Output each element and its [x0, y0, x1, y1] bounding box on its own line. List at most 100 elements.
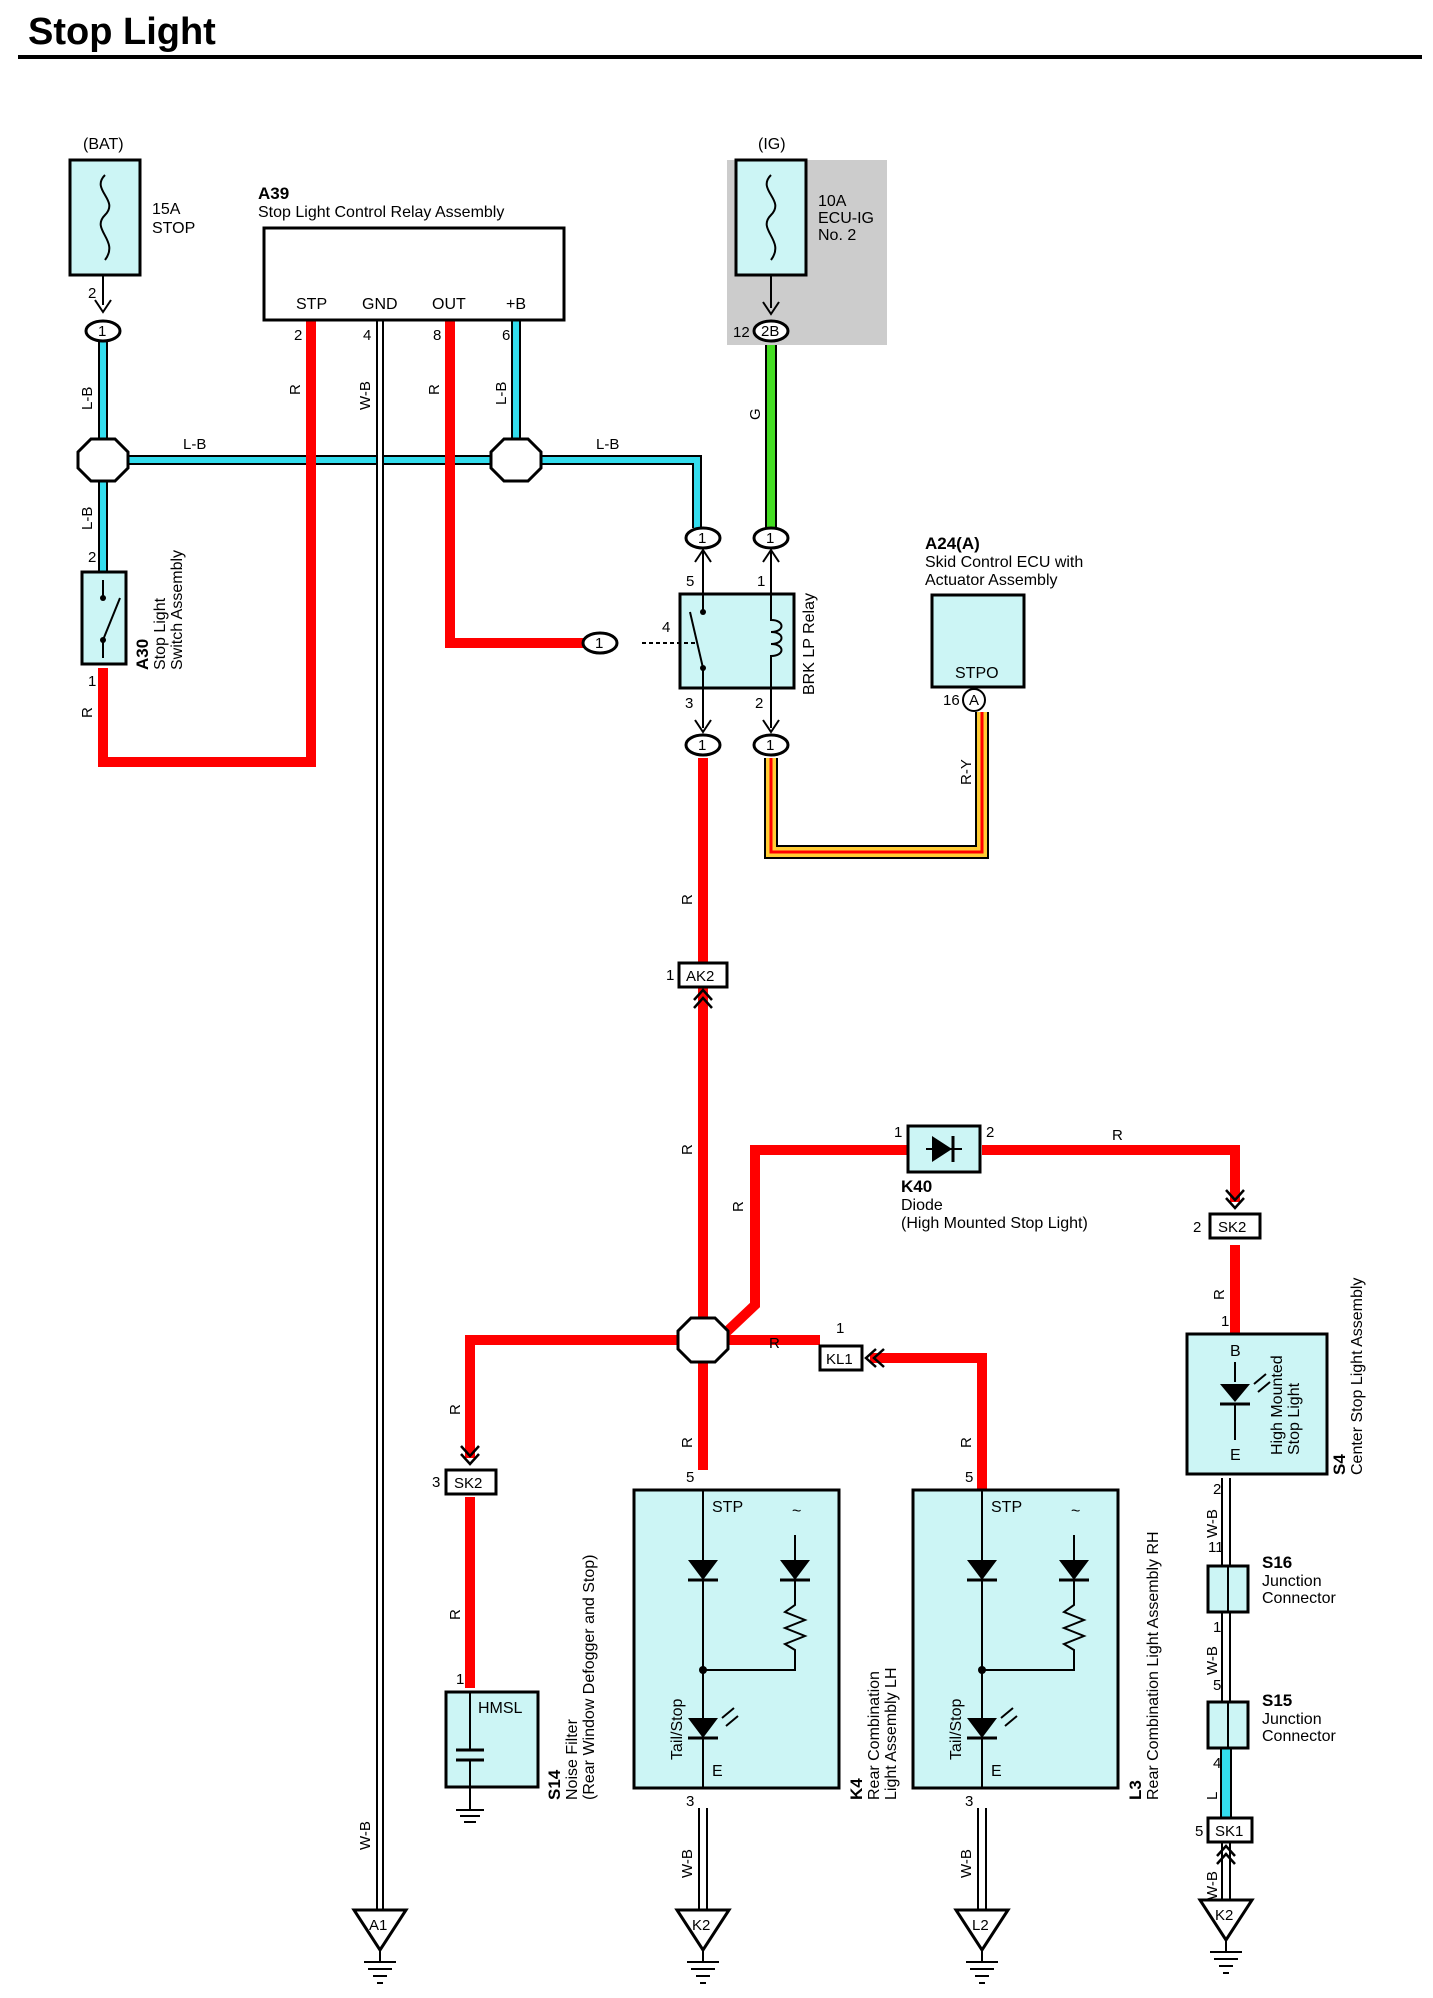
bat-source-label: (BAT): [83, 136, 124, 153]
wire-label-lb-b: L-B: [493, 382, 510, 405]
wire-label-wb-k2: W-B: [679, 1849, 696, 1878]
diode-k40: 1 2 K40 Diode (High Mounted Stop Light): [894, 1124, 1088, 1232]
wire-label-r-l3: R: [958, 1437, 975, 1448]
wire-label-lb-1: L-B: [79, 387, 96, 410]
up-chevron-icon: [1216, 1844, 1236, 1865]
switch-a30-pin-bottom: 1: [88, 673, 96, 690]
ground-point-icon: [953, 1908, 1011, 1953]
s4-term-bottom: E: [1230, 1447, 1241, 1464]
connector-sk2-left: 3 SK2: [432, 1445, 498, 1496]
k4-name-2: Light Assembly LH: [883, 1667, 900, 1800]
relay-a39-name: Stop Light Control Relay Assembly: [258, 204, 504, 221]
down-arrow-icon: [762, 275, 780, 316]
connector-circle: [962, 688, 986, 712]
switch-a30-name-2: Switch Assembly: [169, 550, 186, 670]
brk-lp-relay: 1 1 5 1 4 1 3 2 1 1 BRK LP Relay: [581, 526, 818, 757]
up-arrow-icon: [762, 548, 780, 594]
lamp-l3: 5 STP ~ Tail/Stop E 3 L3 Rear Combinatio…: [911, 1469, 1162, 1810]
wire-label-r-left: R: [447, 1404, 464, 1415]
brk-relay-pin-2: 2: [755, 695, 763, 712]
connector-kl1: 1 KL1: [818, 1320, 885, 1372]
ground-icon: [1210, 1940, 1242, 1974]
ground-point-icon: [351, 1908, 409, 1953]
up-arrow-icon: [694, 548, 712, 594]
ground-l2-label: L2: [972, 1917, 989, 1934]
ecu-a24-name: Skid Control ECU with: [925, 554, 1083, 571]
diode-name: Diode: [901, 1197, 943, 1214]
ground-a1-label: A1: [369, 1917, 387, 1934]
brk-relay-pin-4: 4: [662, 619, 670, 636]
wire-label-wb-a1: W-B: [357, 1821, 374, 1850]
wire-label-r-top: R: [1112, 1127, 1123, 1144]
s4-id: S4: [1330, 1454, 1349, 1475]
s15-pin-bottom: 4: [1213, 1755, 1221, 1772]
l3-id: L3: [1126, 1780, 1145, 1800]
wire-r: [98, 320, 1240, 1688]
diode-icon: [780, 1560, 810, 1580]
diode-icon: [688, 1560, 718, 1580]
relay-a39-term-b: +B: [506, 296, 526, 313]
relay-a39-box: [262, 226, 566, 322]
fuse-ecu-ig-box: [734, 158, 808, 277]
fuse-stop-pin: 2: [88, 285, 96, 302]
ground-point-icon: [674, 1908, 732, 1953]
diode-pin-out: 2: [986, 1124, 994, 1141]
fuse-ig-connector: 2B: [761, 323, 779, 340]
down-arrow-icon: [694, 688, 712, 734]
diode-pin-in: 1: [894, 1124, 902, 1141]
ground-k2-left: K2: [674, 1908, 732, 1984]
connector-ak2-box: [677, 961, 729, 989]
connector-sk1-pin: 5: [1195, 1823, 1203, 1840]
ground-icon: [687, 1950, 719, 1984]
l3-box: [911, 1488, 1120, 1790]
k4-pin-in: 5: [686, 1469, 694, 1486]
splice-junction-2: [489, 437, 543, 483]
connector-oval: [684, 733, 722, 757]
fuse-stop-name: STOP: [152, 220, 195, 237]
fuse-ig-name-2: No. 2: [818, 227, 856, 244]
ground-icon: [456, 1809, 484, 1823]
diode-name-2: (High Mounted Stop Light): [901, 1215, 1088, 1232]
s15-name-2: Connector: [1262, 1728, 1336, 1745]
down-chevron-icon: [1225, 1189, 1245, 1210]
fuse-ig-name: ECU-IG: [818, 210, 874, 227]
fuse-icon: [99, 174, 111, 261]
relay-a39-term-out: OUT: [432, 296, 466, 313]
ecu-a24-pin: 16: [943, 692, 960, 709]
relay-coil-icon: [770, 594, 783, 688]
brk-relay-conn-5: 1: [698, 530, 706, 547]
s15-id: S15: [1262, 1691, 1292, 1710]
ecu-a24-box: [930, 593, 1026, 689]
connector-oval: [752, 319, 790, 343]
ig-source-label: (IG): [758, 136, 786, 153]
k4-name: Rear Combination: [866, 1671, 883, 1800]
s14-id: S14: [545, 1769, 564, 1800]
ecu-a24: A24(A) Skid Control ECU with Actuator As…: [925, 534, 1083, 712]
wire-label-r-kl1: R: [769, 1335, 780, 1352]
center-stop-light-s4: 1 B E High Mounted Stop Light 2 S4 Cente…: [1185, 1278, 1366, 1498]
connector-oval: [581, 631, 619, 655]
ground-k2-left-label: K2: [692, 1917, 710, 1934]
s15-pin-top: 5: [1213, 1677, 1221, 1694]
noise-filter-s14: 1 HMSL S14 Noise Filter (Rear Window Def…: [444, 1555, 598, 1823]
s14-terminal: HMSL: [478, 1700, 523, 1717]
fuse-ig-rating: 10A: [818, 193, 847, 210]
ground-k2-right-label: K2: [1215, 1907, 1233, 1924]
connector-sk2-left-pin: 3: [432, 1474, 440, 1491]
k4-ground-term: E: [712, 1763, 723, 1780]
connector-sk2-right-label: SK2: [1218, 1219, 1246, 1236]
relay-a39-pin-2: 2: [294, 327, 302, 344]
fuse-ig-pin: 12: [733, 324, 750, 341]
ground-a1: A1: [351, 1908, 409, 1984]
connector-ak2-label: AK2: [686, 968, 714, 985]
wire-label-wb-l2: W-B: [958, 1849, 975, 1878]
down-arrow-icon: [94, 275, 112, 314]
diode-icon: [932, 1136, 952, 1162]
wire-label-r-main-1: R: [679, 894, 696, 905]
connector-oval: [752, 526, 790, 550]
connector-kl1-box: [818, 1344, 864, 1372]
s16-id: S16: [1262, 1553, 1292, 1572]
s15-name: Junction: [1262, 1711, 1322, 1728]
wire-label-ry: R-Y: [958, 759, 975, 785]
